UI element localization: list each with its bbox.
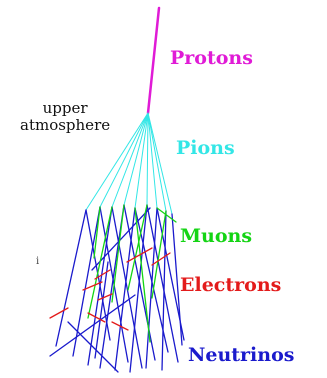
electron-track [82,281,103,291]
electron-track [151,252,171,266]
neutrino-track [67,321,119,373]
pion-track [147,112,158,209]
upper-atmosphere-label: upper atmosphere [20,100,110,134]
pion-track [99,112,149,208]
muon-track [134,207,151,343]
neutrino-track [94,261,109,359]
muon-track [111,204,125,303]
stray-mark: i [36,256,40,267]
neutrinos-label: Neutrinos [188,344,295,366]
electron-track [97,293,113,301]
neutrino-track [171,213,183,346]
muon-track [93,206,101,259]
pion-track [123,112,149,206]
neutrino-track [146,204,179,363]
neutrino-track [91,207,151,271]
electron-track [111,321,129,331]
electron-track [94,269,111,280]
neutrino-track [55,209,87,347]
pions-label: Pions [176,137,235,159]
neutrino-track [49,294,136,357]
pion-track [134,112,149,209]
pion-track [147,112,167,212]
muon-track [127,204,148,291]
muon-track [151,210,167,299]
neutrino-track [111,206,143,369]
pion-track [111,112,149,208]
neutrino-track [114,207,136,371]
electron-track [126,247,153,263]
electron-track [49,307,69,319]
electron-track [87,312,106,323]
muon-track [156,207,177,223]
electrons-label: Electrons [180,274,282,296]
pion-track [147,112,173,215]
muon-track [87,206,113,319]
upper-atmosphere-line-1: upper [42,99,88,117]
pion-track [146,112,149,206]
neutrino-track [129,204,148,373]
neutrino-track [161,210,167,371]
protons-label: Protons [170,47,253,69]
pion-track [85,112,149,211]
neutrino-track [87,206,113,366]
neutrino-track [145,207,158,369]
upper-atmosphere-line-2: atmosphere [20,116,111,134]
muons-label: Muons [180,225,253,247]
neutrino-track [85,209,111,341]
proton-track [146,6,161,115]
